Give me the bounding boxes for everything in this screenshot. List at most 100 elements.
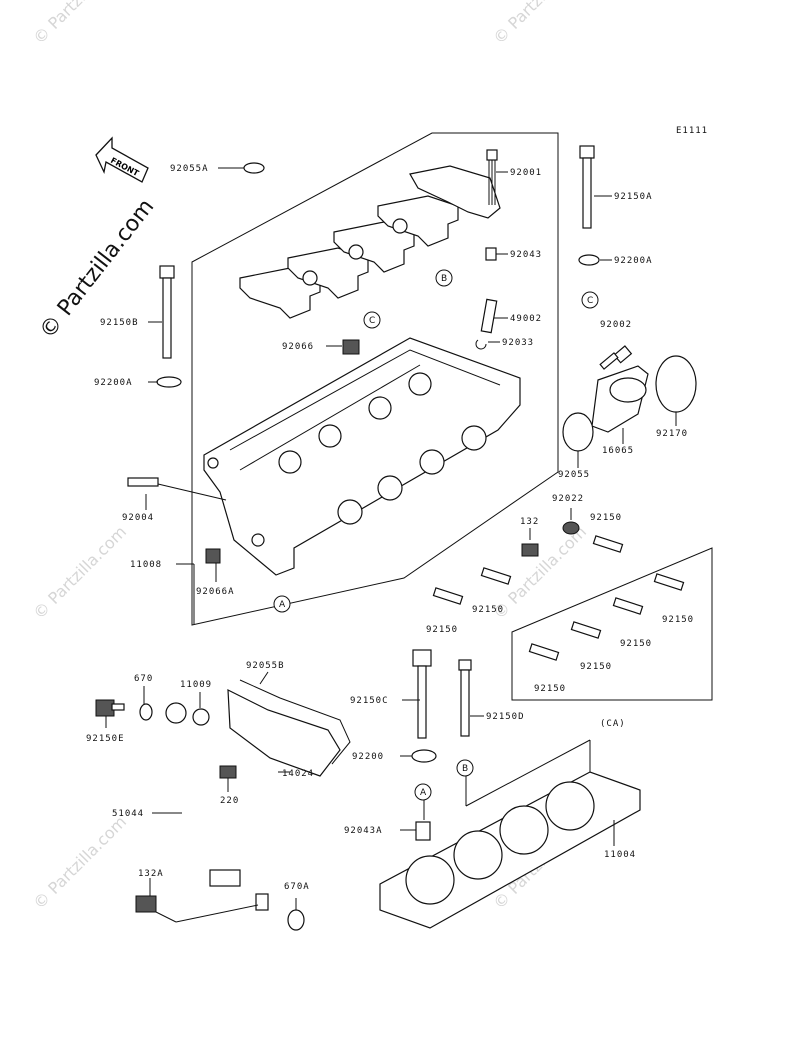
front-arrow-icon: FRONT (95, 136, 149, 183)
label-92150E: 92150E (86, 734, 125, 744)
svg-text:A: A (279, 600, 286, 610)
label-92170: 92170 (656, 429, 688, 439)
oil-pipe-51044 (165, 702, 269, 911)
label-92150-f: 92150 (580, 662, 612, 672)
washer-92200A-left (156, 376, 182, 388)
label-49002: 49002 (510, 314, 542, 324)
label-92055A: 92055A (170, 164, 209, 174)
assembly-frame (191, 132, 559, 626)
label-670A: 670A (284, 882, 310, 892)
oring-670 (139, 703, 153, 721)
label-16065: 16065 (602, 446, 634, 456)
label-92055: 92055 (558, 470, 590, 480)
oring-670A (287, 909, 305, 931)
watermark: © Partzilla.com (29, 522, 130, 623)
head-gasket-11004 (379, 771, 641, 929)
clip-92033 (475, 339, 487, 350)
label-92150-d: 92150 (662, 615, 694, 625)
watermark: © Partzilla.com (29, 812, 130, 913)
label-92200A-right: 92200A (614, 256, 653, 266)
label-92066: 92066 (282, 342, 314, 352)
dowel-92043A (415, 821, 431, 841)
label-92004: 92004 (122, 513, 154, 523)
dowel-92043 (485, 247, 497, 261)
label-92150-g: 92150 (534, 684, 566, 694)
label-92150A: 92150A (614, 192, 653, 202)
oring-92055A (243, 162, 265, 174)
label-132: 132 (520, 517, 539, 527)
label-92066A: 92066A (196, 587, 235, 597)
seal-92066 (342, 339, 360, 355)
washer-92200 (411, 749, 437, 763)
bolt-92150C (412, 649, 432, 739)
bolt-132 (521, 543, 539, 557)
label-670: 670 (134, 674, 153, 684)
washer-92200A-right (578, 254, 600, 266)
bolt-92002 (599, 345, 633, 370)
plug-49002 (480, 298, 498, 334)
svg-text:A: A (420, 788, 427, 798)
clamp-92170 (655, 355, 697, 413)
group-ca-label: (CA) (600, 719, 626, 729)
label-92200A-left: 92200A (94, 378, 133, 388)
label-92043: 92043 (510, 250, 542, 260)
bolt-220 (219, 765, 237, 779)
callout-c-2: C (581, 291, 599, 309)
svg-text:C: C (369, 316, 375, 326)
label-220: 220 (220, 796, 239, 806)
svg-text:C: C (587, 296, 593, 306)
bolt-92150B (159, 265, 175, 359)
label-92150-b: 92150 (472, 605, 504, 615)
holder-16065 (591, 365, 649, 433)
seal-92066A (205, 548, 221, 564)
label-92150-e: 92150 (620, 639, 652, 649)
group-ca-frame (511, 547, 713, 701)
label-92002: 92002 (600, 320, 632, 330)
part-labels: 92055A 92001 92150A 92043 92200A 92150B … (86, 164, 694, 892)
callout-c-1: C (363, 311, 381, 329)
svg-text:B: B (462, 764, 468, 774)
label-92001: 92001 (510, 168, 542, 178)
bolt-132A (135, 895, 157, 913)
gasket-92055B (239, 679, 351, 765)
bolt-92150D (458, 659, 472, 737)
svg-text:B: B (441, 274, 447, 284)
cylinder-head (203, 337, 521, 576)
bolt-92150E (95, 699, 125, 717)
bolt-92001 (486, 149, 498, 205)
watermark: © Partzilla.com (489, 0, 590, 48)
label-132A: 132A (138, 869, 164, 879)
label-92150-a: 92150 (590, 513, 622, 523)
label-11009: 11009 (180, 680, 212, 690)
bolt-92150A (579, 145, 595, 229)
label-92150-c: 92150 (426, 625, 458, 635)
label-92150B: 92150B (100, 318, 139, 328)
label-11008: 11008 (130, 560, 162, 570)
label-11004: 11004 (604, 850, 636, 860)
label-92200: 92200 (352, 752, 384, 762)
cam-caps (239, 165, 501, 319)
bolt-group-ca (432, 535, 685, 661)
washer-11009 (192, 708, 210, 726)
leader-lines (105, 167, 677, 923)
stud-92004 (127, 477, 159, 487)
label-92043A: 92043A (344, 826, 383, 836)
label-14024: 14024 (282, 769, 314, 779)
callout-b-1: B (435, 269, 453, 287)
watermark: © Partzilla.com (29, 0, 130, 48)
label-92033: 92033 (502, 338, 534, 348)
callout-a-1: A (273, 595, 291, 613)
watermark: © Partzilla.com (489, 522, 590, 623)
diagram-code: E1111 (676, 126, 708, 136)
callout-b-2: B (456, 759, 474, 777)
washer-92022 (562, 521, 580, 535)
brand-logo-text: © Partzilla.com (35, 195, 159, 344)
label-92150D: 92150D (486, 712, 525, 722)
callout-a-2: A (414, 783, 432, 801)
cover-14024 (227, 689, 341, 777)
label-92055B: 92055B (246, 661, 285, 671)
label-92150C: 92150C (350, 696, 389, 706)
oring-92055 (562, 412, 594, 452)
label-92022: 92022 (552, 494, 584, 504)
